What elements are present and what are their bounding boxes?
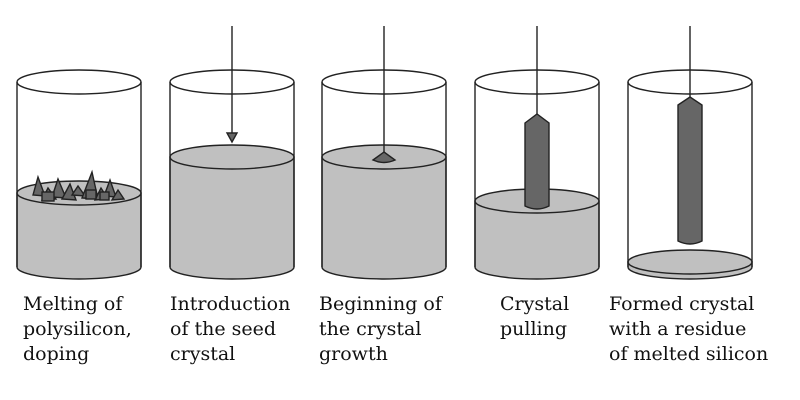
label-line: Introduction [170, 293, 291, 315]
step-label-formed: Formed crystal with a residue of melted … [609, 292, 768, 367]
crystal-ingot [677, 96, 703, 245]
step-label-growth: Beginning of the crystal growth [319, 292, 442, 367]
label-line: crystal [170, 343, 236, 365]
crucible-growth-beginning [321, 26, 447, 280]
label-line: Melting of [23, 293, 123, 315]
step-label-seed: Introduction of the seed crystal [170, 292, 290, 367]
crucible-formed-crystal [627, 26, 753, 280]
label-line: polysilicon, [23, 318, 132, 340]
label-line: doping [23, 343, 90, 365]
step-label-melting: Melting of polysilicon, doping [23, 292, 132, 367]
label-line: Crystal [500, 293, 570, 315]
crucible-crystal-pulling [474, 26, 600, 280]
label-line: of the seed [170, 318, 277, 340]
label-line: Beginning of [319, 293, 442, 315]
polysilicon-chunks [32, 169, 126, 202]
crucible-seed-introduction [169, 26, 295, 280]
label-line: growth [319, 343, 388, 365]
label-line: with a residue [609, 318, 747, 340]
crucible-melting [16, 69, 142, 280]
seed-crystal [225, 132, 239, 144]
crystal-ingot [524, 113, 550, 210]
label-line: the crystal [319, 318, 422, 340]
growing-crystal [371, 151, 397, 164]
label-line: Formed crystal [609, 293, 755, 315]
label-line: of melted silicon [609, 343, 769, 365]
step-label-pulling: Crystal pulling [500, 292, 569, 342]
label-line: pulling [500, 318, 568, 340]
